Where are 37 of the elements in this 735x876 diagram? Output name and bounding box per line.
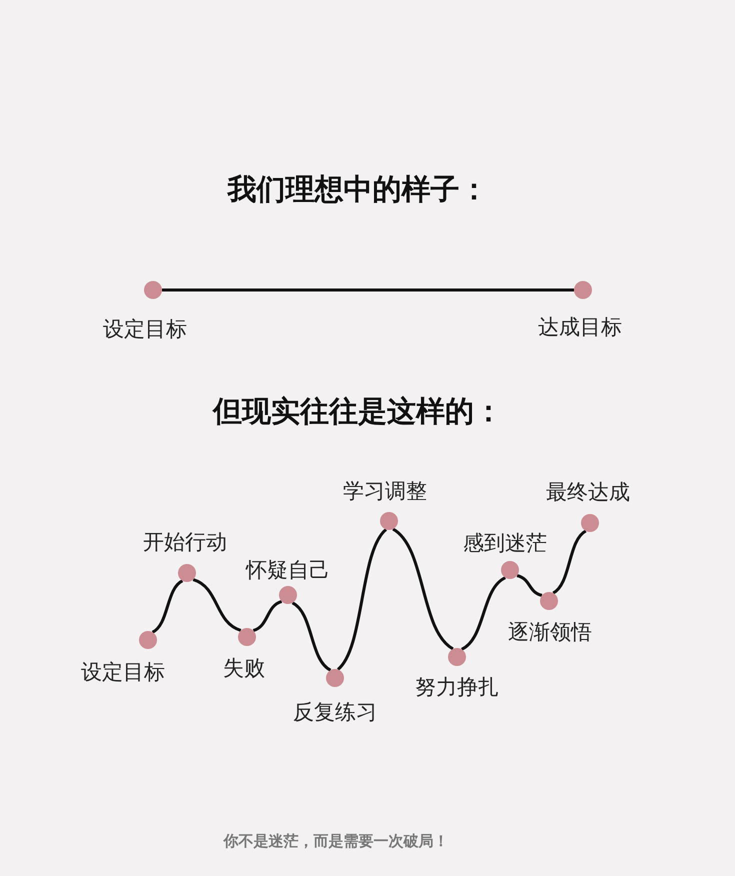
point-marker <box>326 669 344 687</box>
wave-curve <box>292 602 332 672</box>
point-label: 达成目标 <box>538 314 622 341</box>
wave-curve <box>192 578 242 632</box>
point-marker <box>501 561 519 579</box>
point-label: 开始行动 <box>143 529 227 556</box>
point-label: 设定目标 <box>81 659 165 686</box>
point-label: 怀疑自己 <box>246 557 330 584</box>
point-marker <box>380 512 398 530</box>
wave-curve <box>252 600 282 632</box>
wave-curve <box>336 528 388 670</box>
heading: 但现实往往是这样的： <box>213 393 503 430</box>
point-marker <box>279 586 297 604</box>
point-marker <box>540 592 558 610</box>
point-marker <box>574 281 592 299</box>
point-marker <box>139 631 157 649</box>
point-label: 最终达成 <box>546 479 630 506</box>
wave-curve <box>392 528 454 650</box>
point-marker <box>178 564 196 582</box>
caption: 你不是迷茫，而是需要一次破局！ <box>224 832 448 851</box>
straight-line <box>162 288 574 292</box>
wave-curve <box>460 576 506 651</box>
point-label: 逐渐领悟 <box>508 619 592 646</box>
point-label: 学习调整 <box>343 478 427 505</box>
point-label: 失败 <box>223 655 265 682</box>
point-label: 感到迷茫 <box>463 530 547 557</box>
heading: 我们理想中的样子： <box>228 171 488 208</box>
point-marker <box>238 628 256 646</box>
point-marker <box>581 514 599 532</box>
point-label: 设定目标 <box>103 316 187 343</box>
wave-curve <box>552 530 587 594</box>
wave-curve <box>152 580 184 634</box>
point-marker <box>144 281 162 299</box>
wave-curve <box>516 574 542 597</box>
point-marker <box>448 648 466 666</box>
point-label: 反复练习 <box>293 699 377 726</box>
point-label: 努力挣扎 <box>415 674 499 701</box>
